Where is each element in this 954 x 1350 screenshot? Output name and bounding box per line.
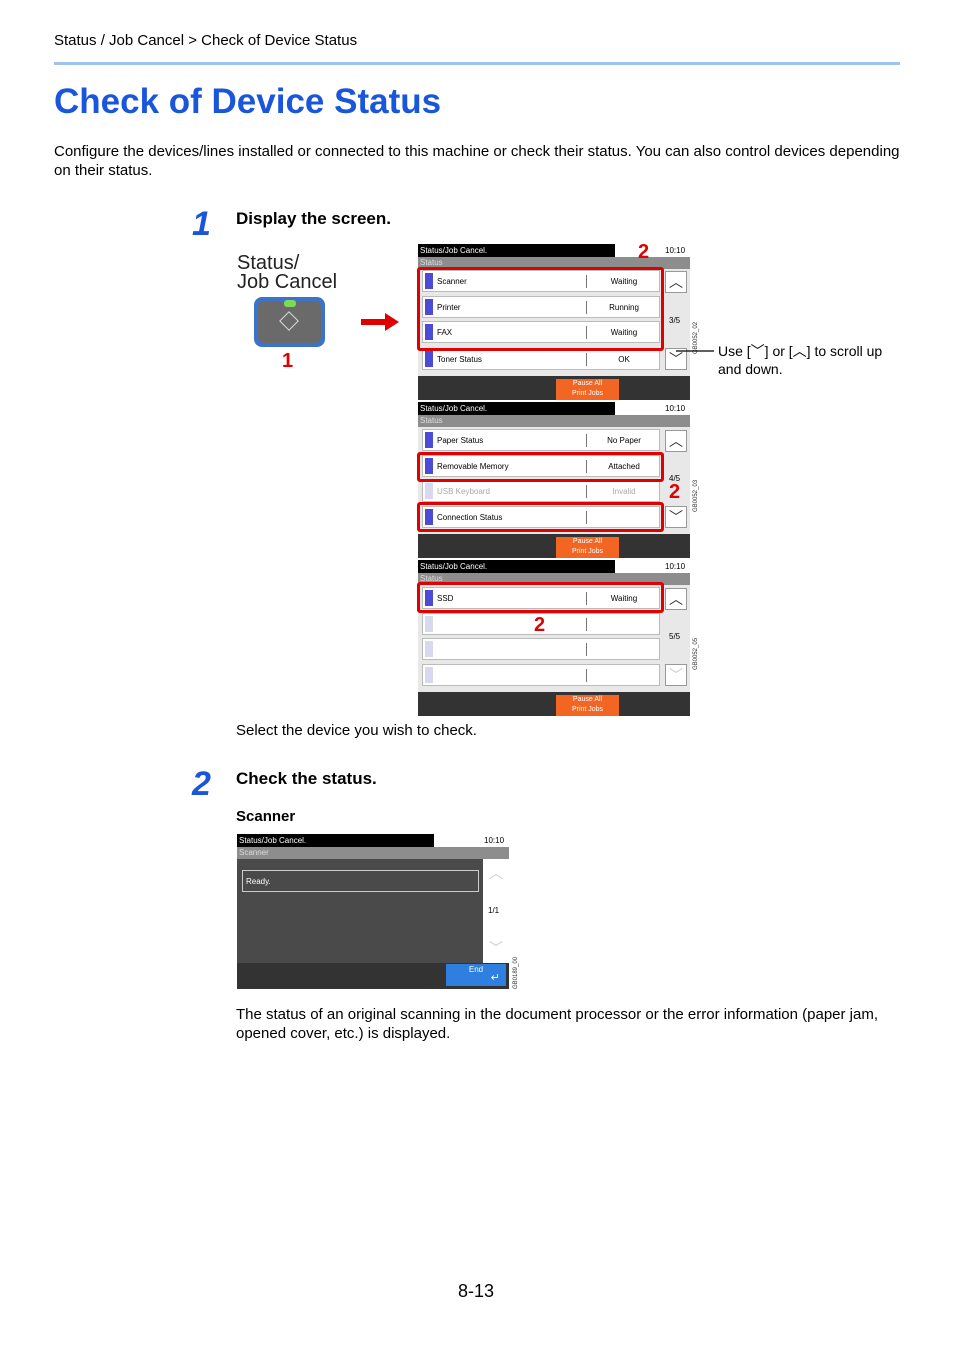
breadcrumb: Status / Job Cancel > Check of Device St… bbox=[54, 32, 358, 49]
device-row-empty bbox=[422, 613, 660, 635]
page-number: 8-13 bbox=[458, 1281, 495, 1301]
device-row-connection-status[interactable]: Connection Status bbox=[422, 506, 660, 528]
panel-subtitle: Scanner bbox=[237, 847, 509, 859]
panel-time: 10:10 bbox=[484, 836, 505, 845]
step1-caption: Select the device you wish to check. bbox=[236, 722, 477, 739]
callout-2: 2 bbox=[534, 614, 546, 636]
highlight-box bbox=[417, 502, 664, 532]
panel-title: Status/Job Cancel. bbox=[418, 560, 615, 573]
step-number-1: 1 bbox=[192, 205, 211, 243]
panel-title: Status/Job Cancel. bbox=[237, 834, 434, 847]
step2-heading: Check the status. bbox=[236, 769, 377, 788]
device-row-empty bbox=[422, 638, 660, 660]
enter-icon: ↵ bbox=[490, 972, 500, 984]
scroll-up-button[interactable]: ︿ bbox=[665, 430, 687, 452]
step1-heading: Display the screen. bbox=[236, 209, 391, 228]
page-indicator: 3/5 bbox=[669, 316, 681, 325]
intro-text: Configure the devices/lines installed or… bbox=[54, 143, 900, 179]
status-job-cancel-key-label: Status/ Job Cancel bbox=[237, 252, 338, 293]
scroll-down-button: ﹀ bbox=[665, 664, 687, 686]
scroll-down-button: ﹀ bbox=[489, 940, 503, 956]
highlight-box bbox=[417, 267, 664, 351]
panel-time: 10:10 bbox=[665, 404, 686, 413]
scroll-down-button[interactable]: ﹀ bbox=[665, 348, 687, 370]
highlight-box bbox=[417, 582, 664, 613]
panel-subtitle: Status bbox=[418, 415, 690, 427]
scanner-subheading: Scanner bbox=[236, 808, 296, 825]
highlight-box bbox=[417, 452, 664, 482]
end-button[interactable]: End ↵ bbox=[446, 964, 506, 986]
arrow-right-icon bbox=[361, 313, 399, 331]
callout-2: 2 bbox=[638, 241, 650, 263]
step2-description: The status of an original scanning in th… bbox=[236, 1006, 878, 1042]
figure-code: GB0189_00 bbox=[513, 956, 519, 989]
page-indicator: 5/5 bbox=[669, 632, 681, 641]
panel-time: 10:10 bbox=[665, 246, 686, 255]
panel-time: 10:10 bbox=[665, 562, 686, 571]
panel-title: Status/Job Cancel. bbox=[418, 402, 615, 415]
scroll-up-button[interactable]: ︿ bbox=[665, 271, 687, 293]
status-job-cancel-key-face bbox=[258, 301, 321, 343]
page-indicator: 4/5 bbox=[669, 474, 681, 483]
scroll-up-button[interactable]: ︿ bbox=[665, 588, 687, 610]
panel-title: Status/Job Cancel. bbox=[418, 244, 615, 257]
step-number-2: 2 bbox=[192, 765, 211, 803]
scanner-status-panel: Status/Job Cancel. 10:10 Scanner Ready. … bbox=[237, 834, 519, 989]
device-row-empty bbox=[422, 664, 660, 686]
callout-2: 2 bbox=[669, 481, 681, 503]
leader-line bbox=[676, 350, 714, 352]
callout-1: 1 bbox=[282, 350, 294, 372]
status-message: Ready. bbox=[242, 870, 479, 892]
page-indicator: 1/1 bbox=[488, 906, 500, 915]
figure-code: GB0052_03 bbox=[693, 479, 699, 512]
figure-code: GB0052_05 bbox=[693, 637, 699, 670]
scroll-up-button: ︿ bbox=[489, 865, 503, 881]
page-title: Check of Device Status bbox=[54, 82, 442, 121]
panel-subtitle: Status bbox=[418, 257, 690, 269]
scroll-note: Use [﹀] or [︿] to scroll up and down. bbox=[718, 343, 883, 377]
header-rule bbox=[54, 62, 900, 65]
key-indicator-led bbox=[284, 300, 296, 307]
scroll-down-button[interactable]: ﹀ bbox=[665, 506, 687, 528]
